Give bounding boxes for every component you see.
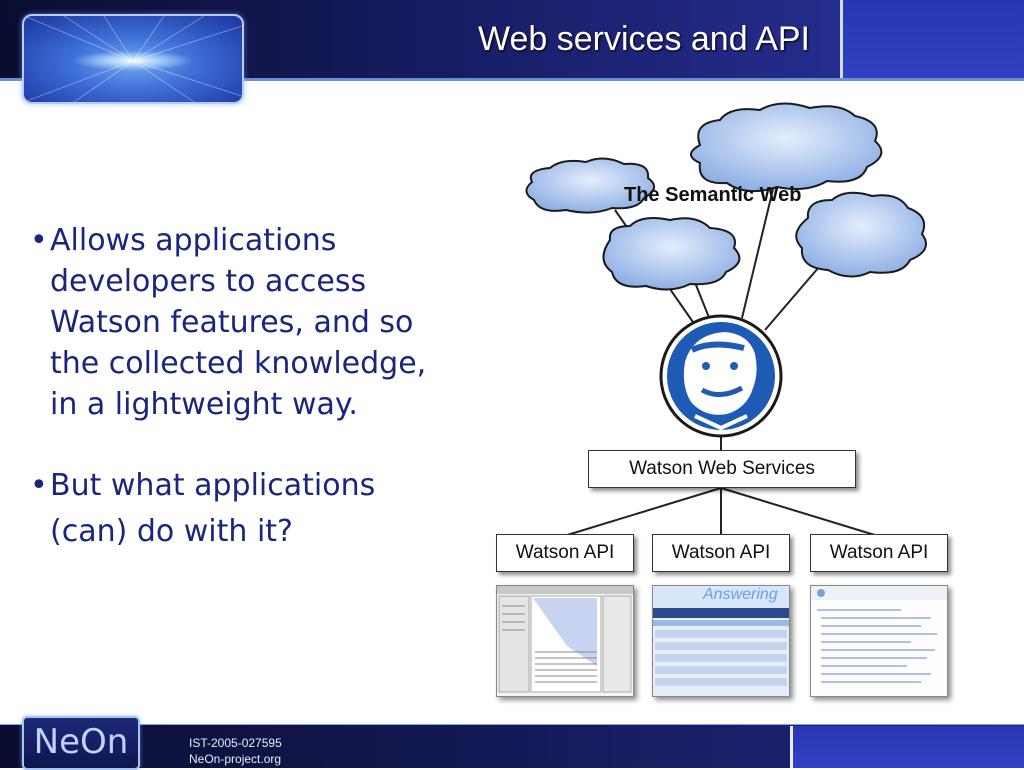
bullet-dot-icon: •: [30, 223, 48, 258]
application-screenshot-thumbnail: [496, 585, 634, 697]
cloud-icon: [525, 157, 655, 214]
slide-title: Web services and API: [478, 20, 810, 58]
watson-api-box: Watson API: [496, 534, 634, 572]
header-banner-image: [22, 14, 244, 104]
application-screenshot-thumbnail: Answering: [652, 585, 790, 697]
project-website: NeOn-project.org: [189, 752, 282, 766]
footer-info: IST-2005-027595 NeOn-project.org: [189, 735, 282, 767]
bullet-list: • Allows applications developers to acce…: [30, 220, 450, 555]
cloud-icon: [602, 217, 741, 291]
cloud-icon: [795, 191, 927, 278]
project-id: IST-2005-027595: [189, 736, 282, 750]
header-divider: [840, 0, 843, 80]
screenshot-caption: Answering: [703, 586, 778, 603]
watson-api-box: Watson API: [810, 534, 948, 572]
watson-diagram: The Semantic Web Watson Web Services Wat…: [480, 100, 980, 700]
cloud-icon: [690, 102, 883, 193]
watson-web-services-box: Watson Web Services: [588, 450, 856, 488]
bullet-item: • But what applications (can) do with it…: [30, 463, 450, 555]
bullet-dot-icon: •: [30, 468, 48, 503]
semantic-web-label: The Semantic Web: [624, 184, 802, 206]
footer-right-panel: [793, 726, 1024, 768]
bullet-item: • Allows applications developers to acce…: [30, 220, 450, 425]
header-right-panel: [843, 0, 1024, 80]
footer-divider: [790, 726, 793, 768]
header-underline: [0, 78, 1024, 81]
application-screenshot-thumbnail: [810, 585, 948, 697]
watson-api-box: Watson API: [652, 534, 790, 572]
bullet-text: But what applications (can) do with it?: [50, 468, 376, 549]
bullet-text: Allows applications developers to access…: [50, 223, 427, 422]
watson-face-icon: [659, 314, 783, 438]
neon-logo: NeOn: [22, 716, 140, 770]
